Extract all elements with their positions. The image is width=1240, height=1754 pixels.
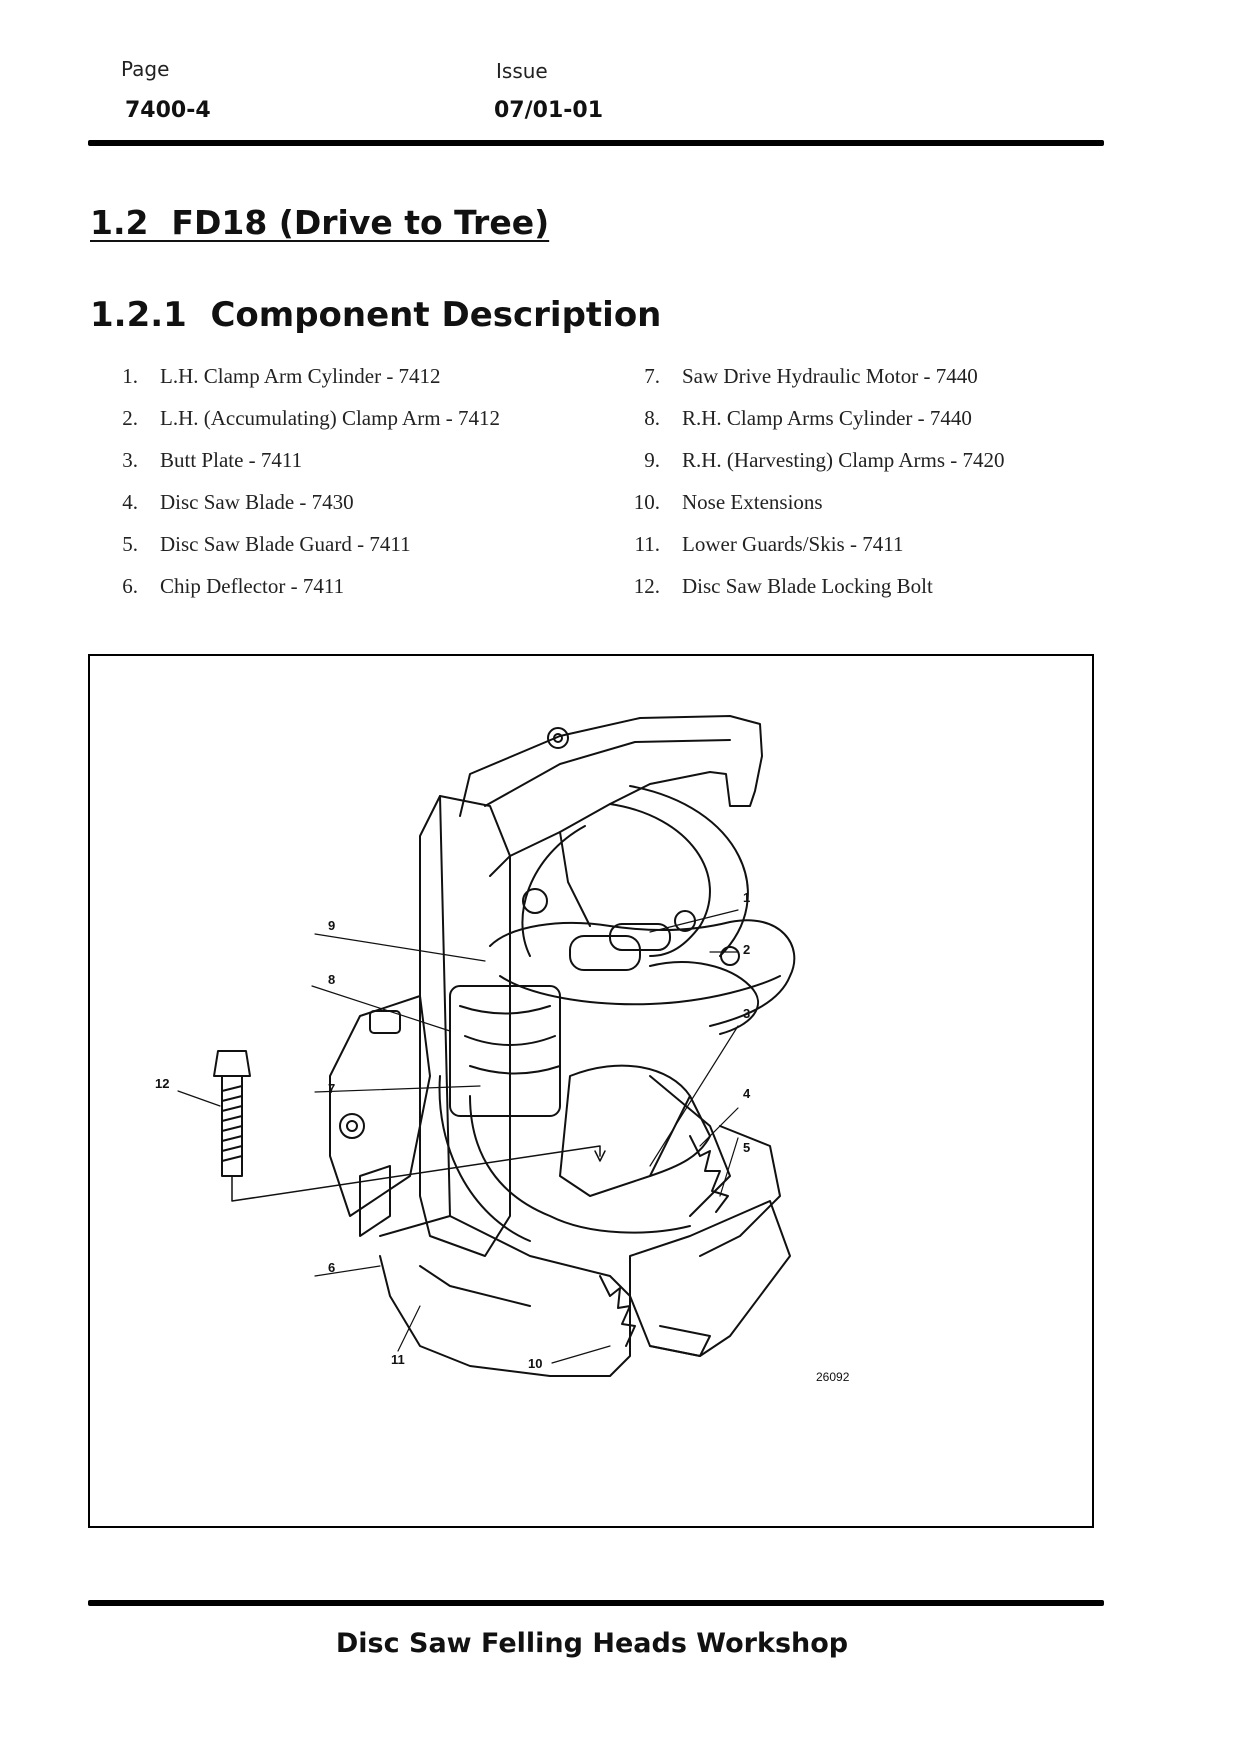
list-item: 10.Nose Extensions bbox=[633, 490, 823, 514]
callout-6: 6 bbox=[328, 1260, 335, 1275]
callout-4: 4 bbox=[743, 1086, 751, 1101]
list-item: 1.L.H. Clamp Arm Cylinder - 7412 bbox=[122, 364, 441, 388]
issue-date: 07/01-01 bbox=[494, 98, 604, 123]
footer-rule bbox=[88, 1600, 1104, 1606]
component-list-left: 1.L.H. Clamp Arm Cylinder - 7412 2.L.H. … bbox=[86, 364, 606, 616]
callout-5: 5 bbox=[743, 1140, 750, 1155]
list-item: 8.R.H. Clamp Arms Cylinder - 7440 bbox=[644, 406, 972, 430]
list-item: 2.L.H. (Accumulating) Clamp Arm - 7412 bbox=[122, 406, 501, 430]
list-item: 6.Chip Deflector - 7411 bbox=[122, 574, 345, 598]
list-item: 12.Disc Saw Blade Locking Bolt bbox=[633, 574, 933, 598]
felling-head-diagram: 1 2 3 4 5 6 7 8 9 10 11 12 26092 bbox=[88, 654, 1094, 1528]
component-list-right: 7.Saw Drive Hydraulic Motor - 7440 8.R.H… bbox=[608, 364, 1128, 616]
issue-label: Issue bbox=[496, 59, 548, 83]
callout-9: 9 bbox=[328, 918, 335, 933]
figure-number: 26092 bbox=[816, 1370, 850, 1384]
callout-7: 7 bbox=[328, 1081, 335, 1096]
page-label: Page bbox=[121, 57, 170, 81]
felling-head-illustration: 1 2 3 4 5 6 7 8 9 10 11 12 26092 bbox=[155, 715, 850, 1384]
callout-8: 8 bbox=[328, 972, 335, 987]
header-rule bbox=[88, 140, 1104, 146]
list-item: 3.Butt Plate - 7411 bbox=[122, 448, 303, 472]
callout-1: 1 bbox=[743, 890, 750, 905]
callout-12: 12 bbox=[155, 1076, 169, 1091]
callout-10: 10 bbox=[528, 1356, 542, 1371]
list-item: 9.R.H. (Harvesting) Clamp Arms - 7420 bbox=[644, 448, 1005, 472]
callout-2: 2 bbox=[743, 942, 750, 957]
subsection-title: 1.2.1 Component Description bbox=[90, 295, 662, 335]
section-title: 1.2 FD18 (Drive to Tree) bbox=[90, 203, 550, 242]
list-item: 7.Saw Drive Hydraulic Motor - 7440 bbox=[644, 364, 978, 388]
list-item: 5.Disc Saw Blade Guard - 7411 bbox=[122, 532, 411, 556]
footer-title: Disc Saw Felling Heads Workshop bbox=[335, 1628, 849, 1659]
callout-3: 3 bbox=[743, 1006, 750, 1021]
page-number: 7400-4 bbox=[125, 98, 211, 123]
callout-11: 11 bbox=[391, 1352, 405, 1367]
list-item: 4.Disc Saw Blade - 7430 bbox=[122, 490, 354, 514]
list-item: 11.Lower Guards/Skis - 7411 bbox=[634, 532, 904, 556]
